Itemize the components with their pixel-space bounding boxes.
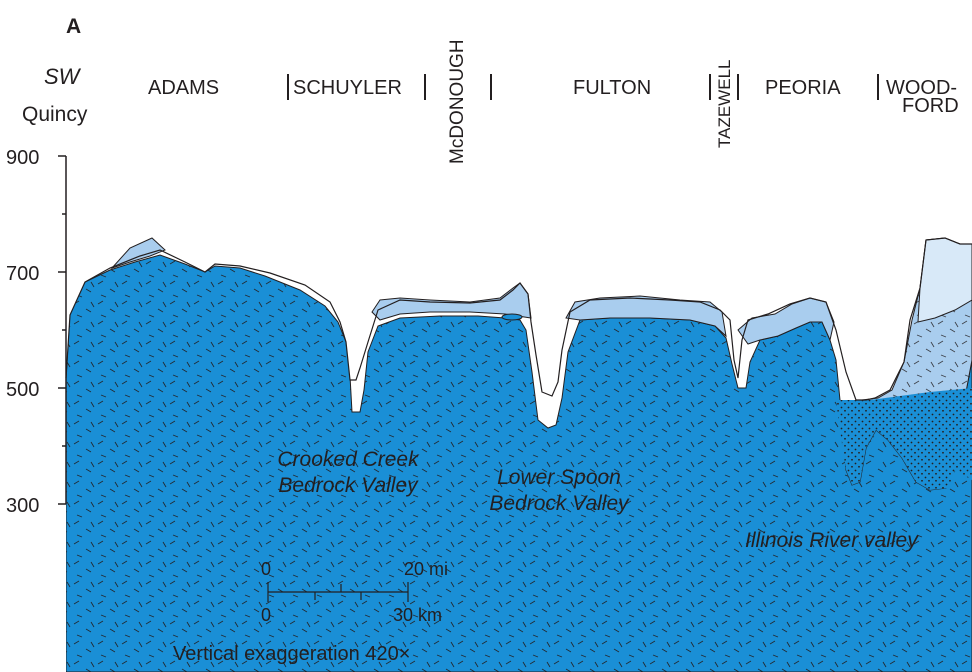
county-divider bbox=[877, 74, 879, 100]
county-schuyler: SCHUYLER bbox=[293, 77, 402, 99]
county-woodford-1: WOOD- bbox=[886, 77, 958, 99]
vertical-exaggeration-note: Vertical exaggeration 420× bbox=[173, 643, 411, 665]
county-divider bbox=[490, 74, 492, 100]
county-divider bbox=[424, 74, 426, 100]
scale-mi-end: 20 mi bbox=[404, 559, 449, 579]
county-fulton: FULTON bbox=[573, 77, 652, 99]
direction-label: SW bbox=[44, 64, 80, 89]
y-tick-label: 700 bbox=[6, 263, 40, 285]
scale-bar bbox=[267, 582, 409, 602]
y-tick-label: 300 bbox=[6, 495, 40, 517]
panel-label: A bbox=[66, 15, 82, 38]
y-tick-label: 900 bbox=[6, 147, 40, 169]
lower-spoon-label: Lower Spoon Bedrock Valley bbox=[474, 465, 644, 518]
county-divider bbox=[709, 74, 711, 100]
county-divider bbox=[737, 74, 739, 100]
county-divider bbox=[287, 74, 289, 100]
lower-spoon-line-1: Lower Spoon bbox=[497, 466, 621, 489]
lower-till-texture bbox=[66, 255, 972, 672]
crooked-creek-line-1: Crooked Creek bbox=[277, 448, 419, 471]
county-mcdonough: McDONOUGH bbox=[447, 39, 468, 164]
county-tazewell: TAZEWELL bbox=[715, 59, 734, 148]
valley-sand-dots bbox=[836, 388, 972, 490]
scale-km-start: 0 bbox=[261, 605, 272, 625]
y-tick-label: 500 bbox=[6, 379, 40, 401]
county-adams: ADAMS bbox=[148, 77, 220, 99]
ground-surface-line bbox=[65, 237, 972, 401]
illinois-river-label: Illinois River valley bbox=[745, 529, 918, 552]
county-peoria: PEORIA bbox=[765, 77, 841, 99]
county-woodford-2: FORD bbox=[902, 95, 959, 117]
town-label: Quincy bbox=[22, 103, 88, 126]
scale-mi-start: 0 bbox=[261, 559, 272, 579]
scale-km-end: 30 km bbox=[393, 605, 443, 625]
sand-lens bbox=[501, 313, 523, 321]
lower-spoon-line-2: Bedrock Valley bbox=[489, 492, 629, 516]
crooked-creek-line-2: Bedrock Valley bbox=[278, 474, 418, 498]
crooked-creek-label: Crooked Creek Bedrock Valley bbox=[258, 447, 438, 500]
y-axis-ticks bbox=[58, 155, 66, 505]
